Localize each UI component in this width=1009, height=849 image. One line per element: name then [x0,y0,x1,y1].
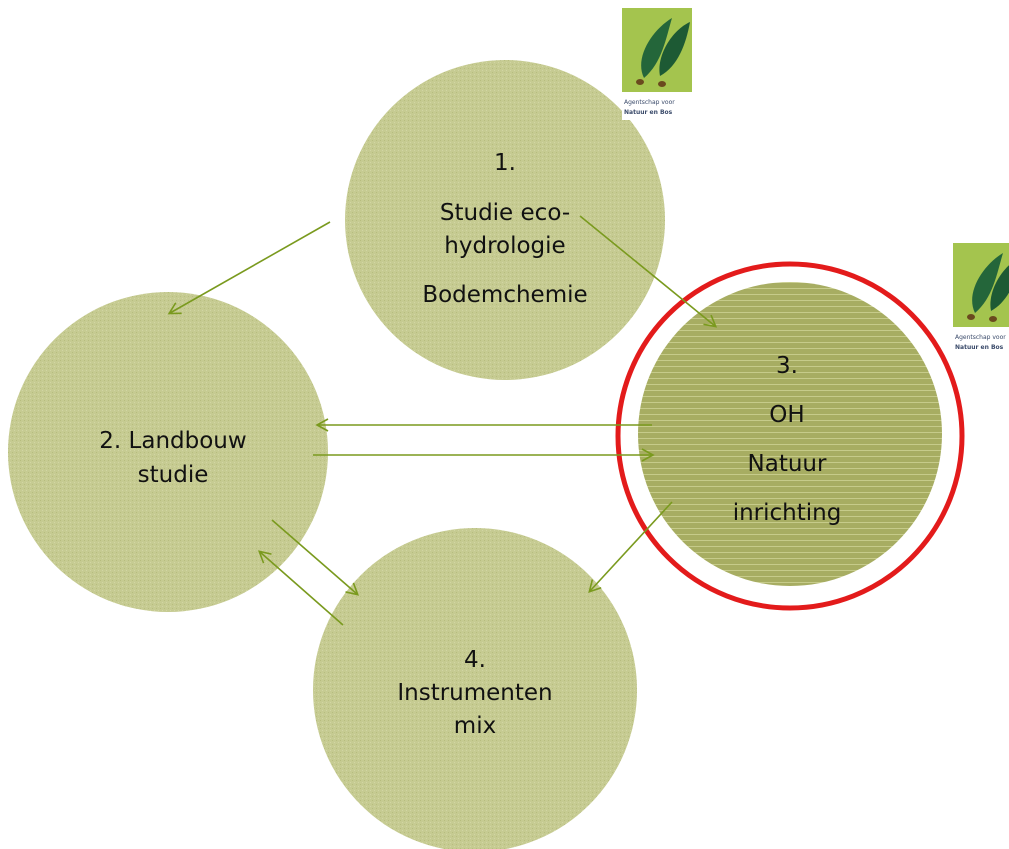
node-2-line: 2. Landbouw [99,428,246,454]
leaf-icon [990,265,1009,311]
node-3-highlight-ring [615,261,965,611]
seed-icon [658,81,666,87]
node-1-line: 1. [494,150,516,176]
arrow-3-to-4 [588,501,673,593]
logo-caption-bg [622,92,692,120]
logo-caption: Natuur en Bos [624,109,673,116]
seed-icon [636,79,644,85]
node-3-line: inrichting [733,500,842,526]
seed-icon [967,314,975,320]
node-3-circle [638,282,942,586]
node-3-line: 3. [776,353,798,379]
arrow-1-to-3 [579,215,718,328]
logo-caption: Natuur en Bos [955,344,1004,351]
arrow-4-to-2 [257,550,344,626]
node-1-circle [345,60,665,380]
node-2-circle [8,292,328,612]
leaf-icon [659,22,690,76]
node-1-line: Studie eco- [440,200,570,226]
node-4-line: mix [454,713,496,739]
node-4-label: 4. Instrumenten mix [397,647,552,739]
arrow-2-to-4 [271,519,360,596]
node-4-circle [313,528,637,849]
node-2-label: 2. Landbouw studie [99,428,246,488]
logo-caption: Agentschap voor [624,99,675,106]
node-3-label: 3. OH Natuur inrichting [733,353,842,526]
anb-logo-cropped: Agentschap voor Natuur en Bos [953,243,1009,355]
node-1-line: Bodemchemie [422,282,587,308]
node-1-label: 1. Studie eco- hydrologie Bodemchemie [422,150,587,308]
node-4-line: Instrumenten [397,680,552,706]
node-3-line: OH [769,402,804,428]
node-1-line: hydrologie [444,233,565,259]
seed-icon [989,316,997,322]
node-4-line: 4. [464,647,486,673]
node-3-line: Natuur [748,451,827,477]
arrows [167,215,718,626]
leaf-icon [641,18,672,78]
arrow-1-to-2 [167,221,331,315]
leaf-icon [972,253,1003,313]
anb-logo: Agentschap voor Natuur en Bos [622,8,692,120]
node-2-line: studie [138,462,209,488]
logo-caption-bg [953,327,1009,355]
logo-caption: Agentschap voor [955,334,1006,341]
